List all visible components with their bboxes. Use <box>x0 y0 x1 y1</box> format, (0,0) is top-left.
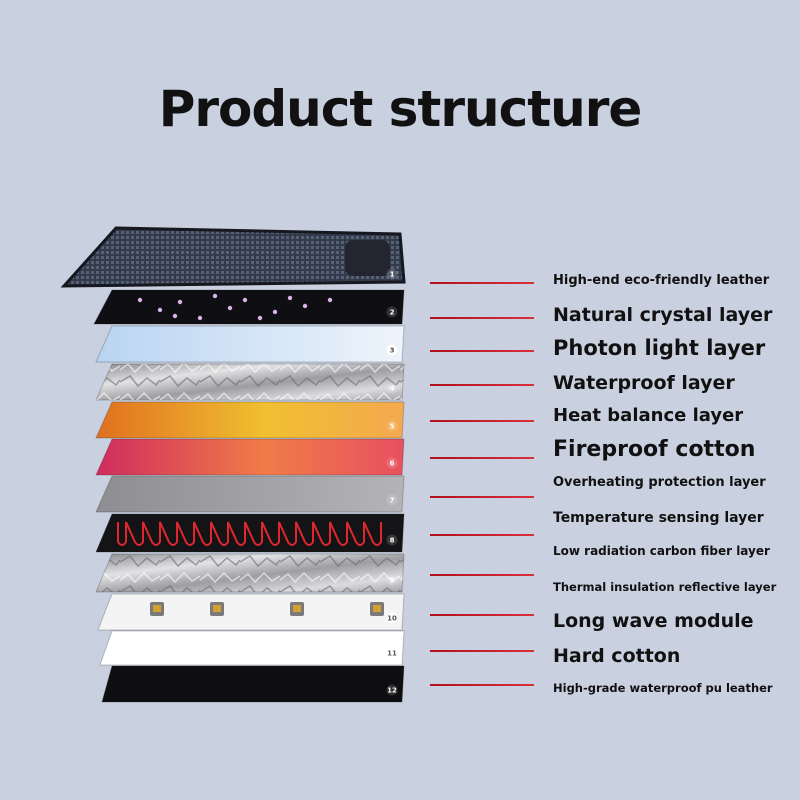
layer-number-badge <box>386 344 398 356</box>
layer-number-badge <box>386 382 398 394</box>
connector-line <box>430 384 534 386</box>
layer-9-foil-slab: 9 <box>95 553 405 593</box>
layer-label: Natural crystal layer <box>553 303 773 326</box>
layer-number-badge <box>386 534 398 546</box>
crystal-particle <box>327 297 333 303</box>
layer-number: 4 <box>390 385 395 393</box>
layer-number-badge <box>386 574 398 586</box>
connector-line <box>430 420 534 422</box>
crystal-particle <box>177 299 183 305</box>
layer-label: High-grade waterproof pu leather <box>553 681 773 696</box>
layer-label: Waterproof layer <box>553 371 735 394</box>
connector-line <box>430 496 534 498</box>
crystal-particle <box>242 297 248 303</box>
layer-number-badge <box>386 420 398 432</box>
layer-number: 11 <box>387 650 397 658</box>
crystal-particle <box>157 307 163 313</box>
layer-number: 8 <box>390 537 395 545</box>
crystal-particle <box>272 309 278 315</box>
layer-label: Temperature sensing layer <box>553 509 764 526</box>
connector-line <box>430 684 534 686</box>
layer-2-crystal-slab: 2 <box>93 289 405 325</box>
control-box <box>345 240 390 276</box>
connector-line <box>430 534 534 536</box>
layer-number-badge <box>386 684 398 696</box>
connector-line <box>430 350 534 352</box>
layer-number: 6 <box>390 460 395 468</box>
layer-number-badge <box>386 457 398 469</box>
crystal-particle <box>257 315 263 321</box>
layer-3-photon-slab: 3 <box>95 325 405 363</box>
layer-number: 9 <box>390 577 395 585</box>
layer-number-badge <box>386 612 398 624</box>
layer-label: Heat balance layer <box>553 405 744 427</box>
layer-label: Fireproof cotton <box>553 436 756 462</box>
layer-label: Long wave module <box>553 609 754 632</box>
layer-number-badge <box>386 306 398 318</box>
layer-1-leather-slab: 1 <box>60 226 406 288</box>
crystal-particle <box>287 295 293 301</box>
layer-4-foil-slab: 4 <box>95 363 405 401</box>
layer-6-fire-slab: 6 <box>95 438 405 476</box>
layer-number: 2 <box>390 309 395 317</box>
layer-number: 1 <box>390 271 395 279</box>
connector-line <box>430 282 534 284</box>
crystal-particle <box>227 305 233 311</box>
layer-label: High-end eco-friendly leather <box>553 273 770 289</box>
page-title: Product structure <box>158 80 643 138</box>
layer-number-badge <box>386 268 398 280</box>
layer-number: 10 <box>387 615 397 623</box>
layer-10-module-slab: 10 <box>97 593 405 631</box>
layer-number: 3 <box>390 347 395 355</box>
layer-label: Thermal insulation reflective layer <box>553 580 777 595</box>
layer-number: 7 <box>390 497 395 505</box>
layer-5-heat-slab: 5 <box>95 401 405 439</box>
layer-number: 5 <box>390 423 395 431</box>
connector-line <box>430 457 534 459</box>
connector-line <box>430 614 534 616</box>
layer-8-sensor-slab: 8 <box>95 513 405 553</box>
layer-label: Overheating protection layer <box>553 475 766 491</box>
layer-label: Low radiation carbon fiber layer <box>553 543 770 558</box>
layer-7-overheat-slab: 7 <box>95 475 405 513</box>
layer-label: Photon light layer <box>553 336 766 361</box>
layer-number-badge <box>386 494 398 506</box>
layer-label: Hard cotton <box>553 644 681 667</box>
crystal-particle <box>212 293 218 299</box>
layer-12-pu-slab: 12 <box>101 665 405 703</box>
crystal-particle <box>197 315 203 321</box>
heating-wire <box>117 521 382 546</box>
crystal-particle <box>172 313 178 319</box>
layer-number-badge <box>386 647 398 659</box>
connector-line <box>430 574 534 576</box>
connector-line <box>430 317 534 319</box>
crystal-particle <box>137 297 143 303</box>
layer-11-hardcotton-slab: 11 <box>99 630 405 666</box>
connector-line <box>430 650 534 652</box>
layer-number: 12 <box>387 687 397 695</box>
crystal-particle <box>302 303 308 309</box>
